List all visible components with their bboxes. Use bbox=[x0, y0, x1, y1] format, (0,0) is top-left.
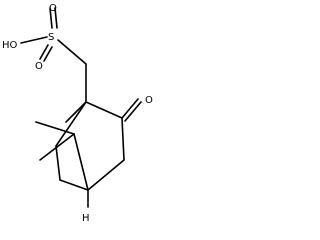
oxygen-upper-label: O bbox=[49, 3, 57, 14]
hydrogen-label: H bbox=[82, 213, 90, 224]
hydroxyl-label: HO bbox=[2, 40, 18, 51]
bond-ho-s bbox=[20, 36, 48, 44]
oxygen-lower-label: O bbox=[35, 61, 43, 72]
bond-c7-methyl-upper bbox=[35, 121, 75, 135]
bond-c7-c4 bbox=[73, 133, 89, 191]
bond-c2-c3 bbox=[121, 117, 125, 161]
bond-s-ch2 bbox=[57, 39, 87, 65]
chemical-structure-diagram: HO S O O O H bbox=[2, 3, 153, 224]
bond-c2-o-1 bbox=[121, 98, 139, 119]
bond-c2-o-2 bbox=[124, 101, 142, 122]
bond-s-o-lower-1 bbox=[39, 44, 49, 60]
bond-s-o-upper-1 bbox=[49, 7, 53, 29]
bond-c3-c4 bbox=[87, 159, 125, 191]
bond-c5-c4 bbox=[59, 179, 89, 191]
bond-c7-methyl-lower bbox=[39, 133, 75, 161]
bond-c1-c7 bbox=[65, 101, 87, 123]
bond-c1-c6 bbox=[55, 101, 87, 147]
bond-c1-c2 bbox=[85, 101, 123, 119]
bond-s-o-upper-2 bbox=[54, 7, 58, 29]
bond-c6-c5 bbox=[55, 145, 61, 181]
ketone-oxygen-label: O bbox=[145, 95, 153, 106]
bond-s-o-lower-2 bbox=[43, 46, 53, 62]
sulfur-label: S bbox=[48, 32, 54, 43]
